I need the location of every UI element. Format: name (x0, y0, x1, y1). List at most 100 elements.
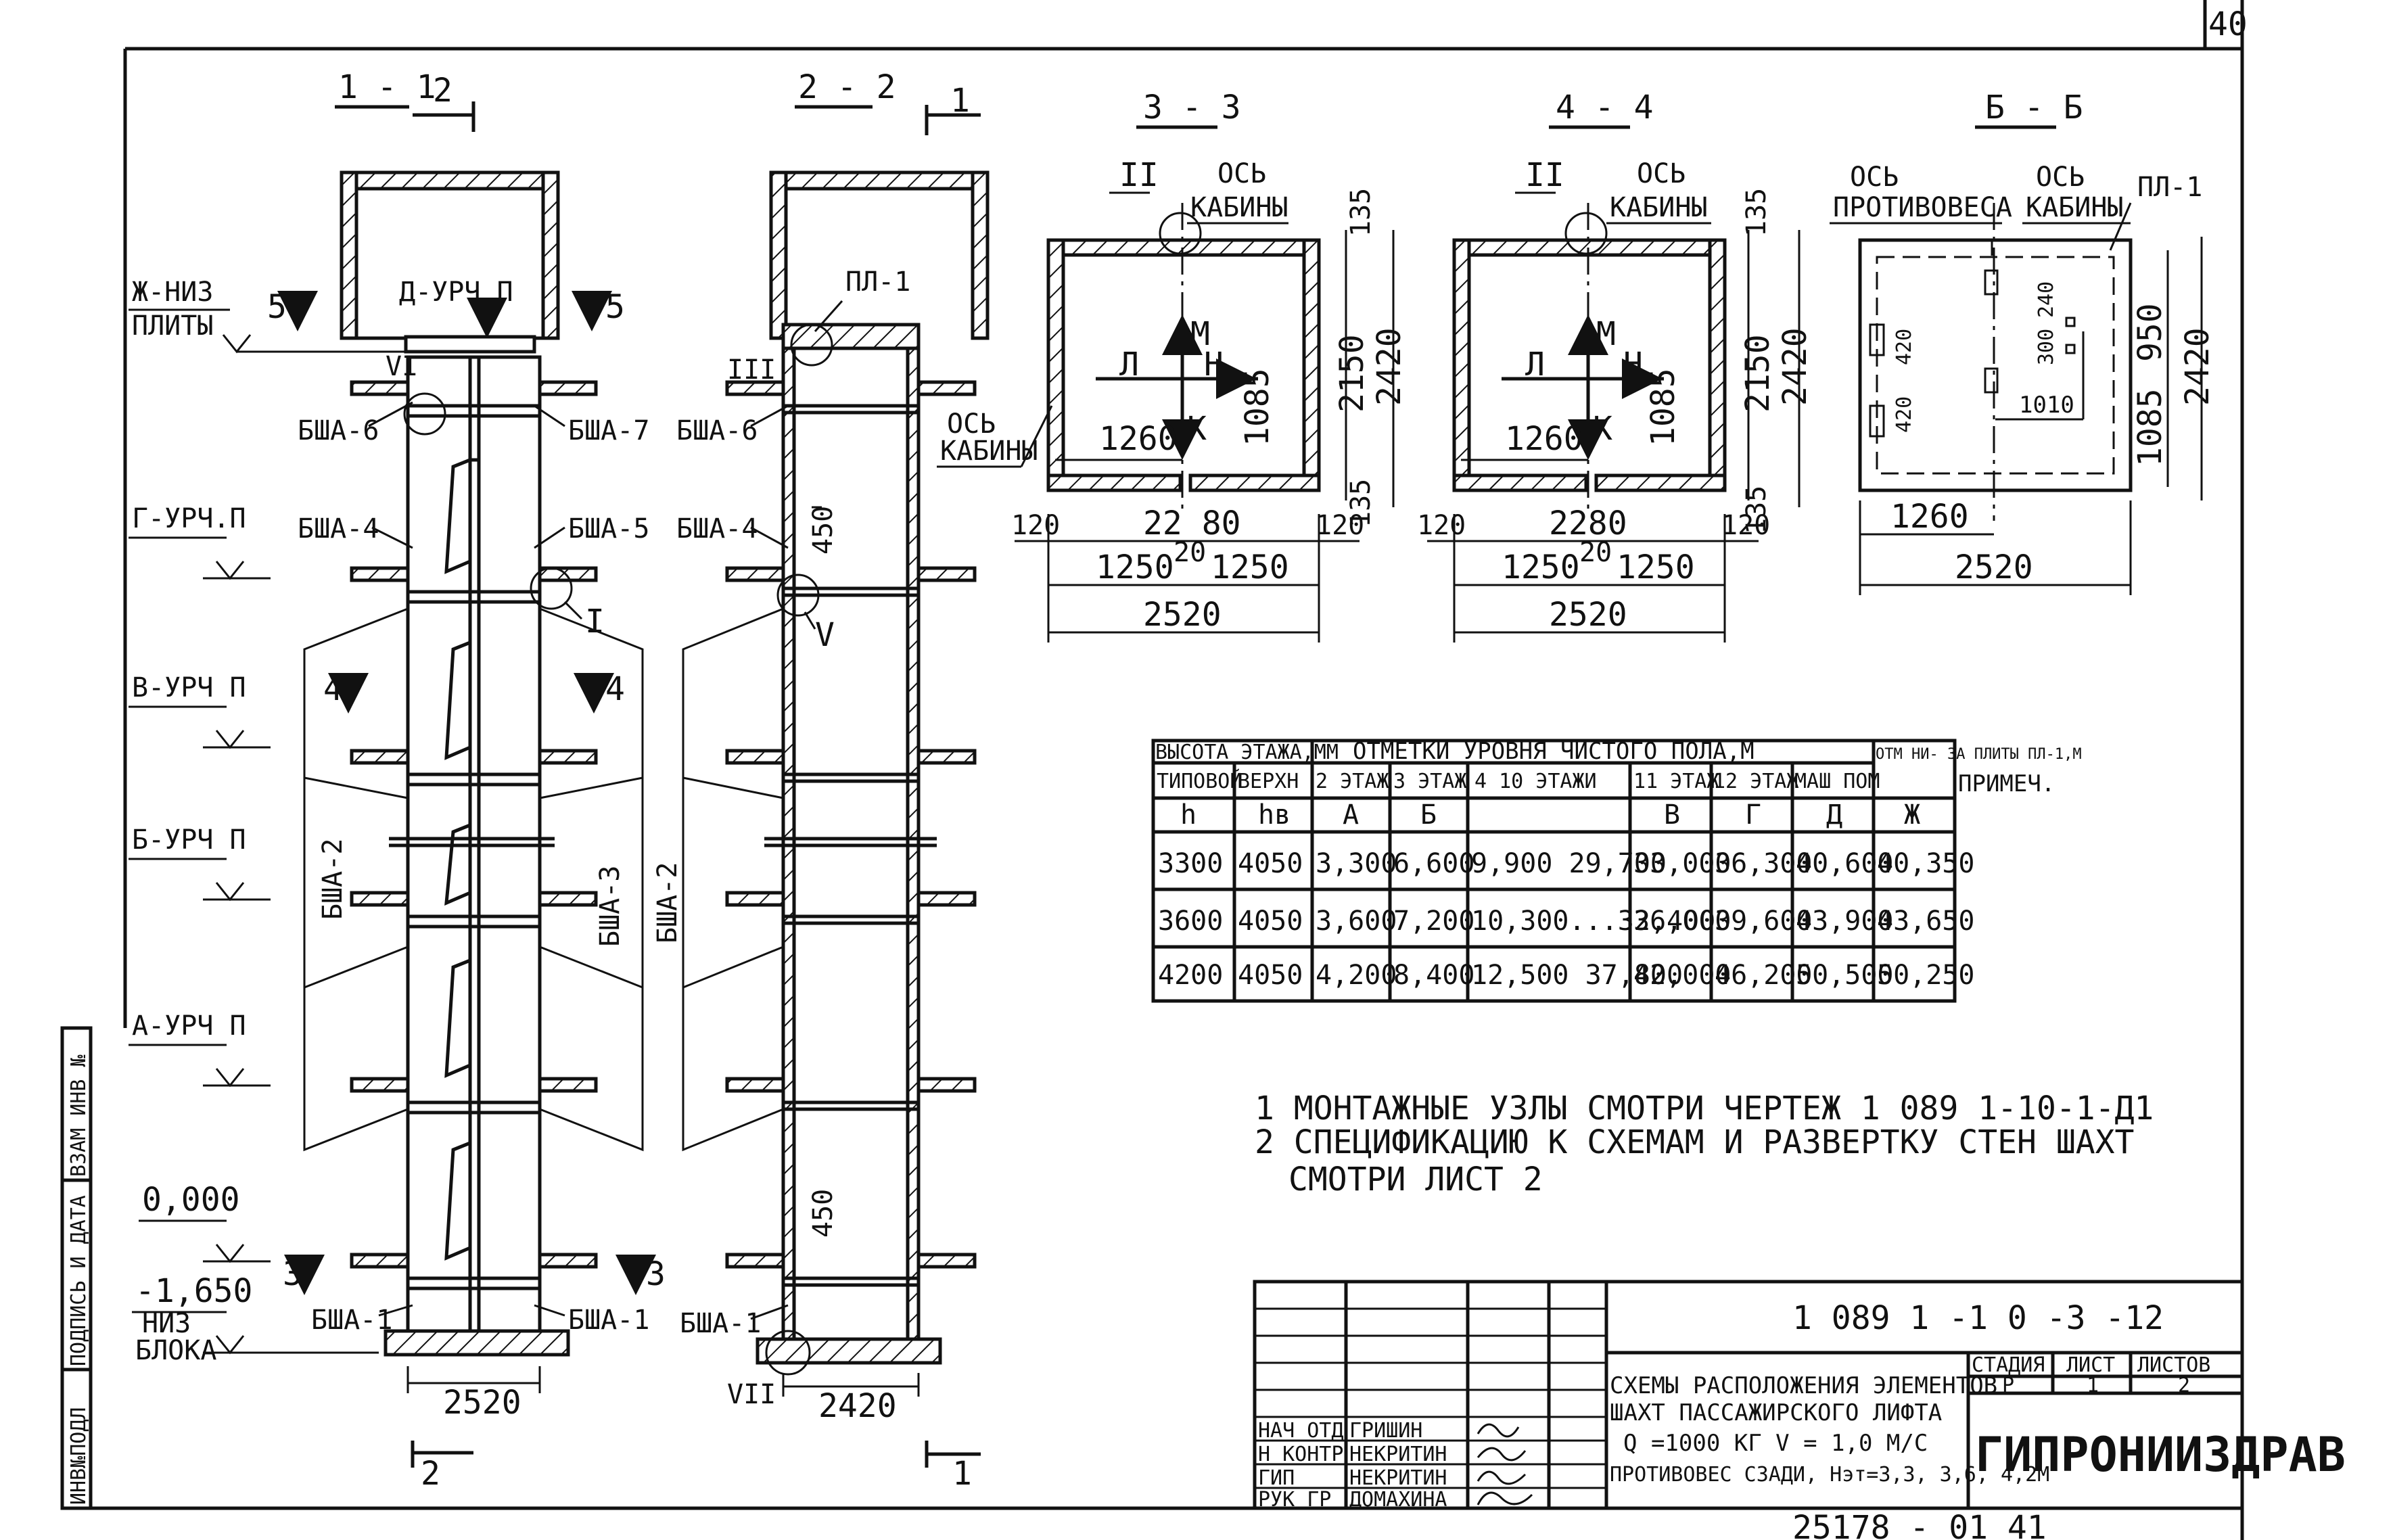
level-zh-1: Ж-НИЗ (132, 277, 213, 308)
s55-d2420: 2420 (2179, 327, 2216, 406)
table-h3-g: Г (1745, 799, 1761, 831)
label-bsh7: БША-7 (568, 415, 649, 446)
s55-plate: ПЛ-1 (2137, 172, 2202, 203)
table-cell: 36,300 (1715, 848, 1813, 879)
title-block: 1 089 1 -1 0 -3 -12 СХЕМЫ РАСПОЛОЖЕНИЯ Э… (1253, 1280, 2346, 1512)
floor-levels-table: ВЫСОТА ЭТАЖА,ММ ОТМЕТКИ УРОВНЯ ЧИСТОГО П… (1151, 738, 2082, 1003)
level-marks: Ж-НИЗ ПЛИТЫ Г-УРЧ.П В-УРЧ П Б-УРЧ П А-УР… (129, 277, 406, 1366)
table-cell: 3600 (1158, 906, 1223, 937)
table-row-2: 3600 4050 3,600 7,200 10,300...32,400 36… (1158, 906, 1975, 937)
cut-4-right: 4 (605, 670, 625, 708)
s44-d2150: 2150 (1739, 334, 1777, 413)
section-4-4-axis1: ОСЬ (1637, 158, 1686, 189)
side-stamp-inv: ИНВ№ПОДЛ (67, 1407, 91, 1506)
stamp-role-1: НАЧ ОТД (1258, 1419, 1343, 1443)
table-h-group: ОТМЕТКИ УРОВНЯ ЧИСТОГО ПОЛА,М (1353, 738, 1755, 765)
stamp-name-3: НЕКРИТИН (1349, 1466, 1447, 1490)
stamp-title-4: ПРОТИВОВЕС СЗАДИ, Нэт=3,3, 3,6, 4,2М (1610, 1463, 2049, 1487)
s55-d1085: 1085 (2131, 388, 2169, 467)
notes: 1 МОНТАЖНЫЕ УЗЛЫ СМОТРИ ЧЕРТЕЖ 1 089 1-1… (1255, 1090, 2154, 1198)
label-bsh1-left: БША-1 (311, 1305, 392, 1336)
side-stamp-sign: ПОДПИСЬ И ДАТА (67, 1195, 91, 1366)
level-g: Г-УРЧ.П (132, 503, 246, 534)
label-node5: V (815, 616, 835, 654)
stamp-sheets-hdr: ЛИСТОВ (2137, 1353, 2210, 1377)
s44-d20: 20 (1579, 537, 1612, 568)
section-4-4-node: II (1525, 156, 1564, 194)
table-h3-zh: Ж (1904, 799, 1920, 831)
s44-arrow-k: К (1593, 410, 1612, 448)
s33-d1260: 1260 (1099, 420, 1178, 458)
section-4-4-title: 4 - 4 (1556, 89, 1654, 126)
table-cell: 43,900 (1796, 906, 1894, 937)
s55-axis-cab2: КАБИНЫ (2026, 192, 2124, 223)
s33-d2520: 2520 (1143, 596, 1222, 634)
s44-d1250a: 1250 (1502, 549, 1580, 586)
table-cell: 4200 (1158, 960, 1223, 991)
table-cell: 40,350 (1877, 848, 1975, 879)
table-h2-f11: 11 ЭТАЖ (1633, 770, 1719, 793)
s33-axis-left1: ОСЬ (947, 409, 996, 440)
s33-arrow-l: Л (1119, 346, 1139, 383)
table-cell: 3300 (1158, 848, 1223, 879)
label-node1: I (585, 603, 605, 640)
table-cell: 40,600 (1796, 848, 1894, 879)
section-4-4: 4 - 4 II ОСЬ КАБИНЫ М Л Н К 1260 1085 13… (1417, 89, 1814, 643)
section-1-1: 1 - 1 2 Д-УРЧ П (267, 68, 666, 1493)
label-bsh1-right: БША-1 (568, 1305, 649, 1336)
s44-d135a: 135 (1741, 188, 1772, 237)
cut-3-left: 3 (283, 1255, 302, 1293)
label-node3: III (727, 354, 776, 386)
s55-axis-cw1: ОСЬ (1850, 162, 1899, 193)
section-3-3-title: 3 - 3 (1143, 89, 1241, 126)
s44-d2520: 2520 (1549, 596, 1627, 634)
note-3: СМОТРИ ЛИСТ 2 (1288, 1161, 1543, 1198)
table-cell: 4,200 (1316, 960, 1397, 991)
stamp-role-2: Н КОНТР (1258, 1443, 1343, 1466)
sheet-number: 40 (2208, 5, 2248, 43)
footer-code: 25178 - 01 41 (1792, 1509, 2047, 1540)
s33-arrow-k: К (1187, 410, 1207, 448)
stamp-stage-hdr: СТАДИЯ (1972, 1353, 2045, 1377)
table-h3-b: Б (1420, 799, 1437, 831)
stamp-name-1: ГРИШИН (1349, 1419, 1422, 1443)
table-cell: 36,000 (1633, 906, 1732, 937)
cut-5-left: 5 (267, 288, 287, 326)
s33-d1250b: 1250 (1211, 549, 1289, 586)
table-h-note: ПРИМЕЧ. (1958, 770, 2055, 797)
label-bsh6-22: БША-6 (676, 415, 758, 446)
stamp-title-1: СХЕМЫ РАСПОЛОЖЕНИЯ ЭЛЕМЕНТОВ (1610, 1372, 1997, 1399)
table-h2-f4: 4 10 ЭТАЖИ (1474, 770, 1597, 793)
table-h3-v: В (1664, 799, 1680, 831)
label-bsh5: БША-5 (568, 513, 649, 544)
table-cell: 39,600 (1715, 906, 1813, 937)
s55-axis-cab1: ОСЬ (2036, 162, 2085, 193)
section-3-3-axis1: ОСЬ (1217, 158, 1266, 189)
s33-d20: 20 (1174, 537, 1206, 568)
stamp-stage-val: Р (2002, 1374, 2014, 1397)
stamp-organization: ГИПРОНИИЗДРАВ (1975, 1427, 2346, 1483)
section-2-2: 2 - 2 1 (652, 68, 990, 1493)
label-bsh6: БША-6 (298, 415, 379, 446)
table-cell: 8,400 (1393, 960, 1474, 991)
s44-d120a: 120 (1417, 510, 1466, 541)
s55-d420a: 420 (1892, 329, 1916, 365)
section-b-b-title: Б - Б (1985, 89, 2083, 126)
cut-5-right: 5 (605, 288, 625, 326)
section-1-1-width: 2520 (443, 1384, 521, 1422)
note-1: 1 МОНТАЖНЫЕ УЗЛЫ СМОТРИ ЧЕРТЕЖ 1 089 1-1… (1255, 1090, 2154, 1127)
s55-d240: 240 (2035, 281, 2058, 318)
s33-d1250a: 1250 (1096, 549, 1174, 586)
cut-3-right: 3 (646, 1255, 666, 1293)
label-pl1-22: ПЛ-1 (845, 266, 910, 298)
s33-d1085: 1085 (1238, 368, 1276, 446)
s44-d1085: 1085 (1644, 368, 1682, 446)
label-bsh2-22: БША-2 (652, 862, 683, 943)
note-2: 2 СПЕЦИФИКАЦИЮ К СХЕМАМ И РАЗВЕРТКУ СТЕН… (1255, 1123, 2134, 1161)
level-zh-2: ПЛИТЫ (132, 310, 213, 342)
s33-d2280: 22 80 (1143, 505, 1241, 542)
dim-450-bottom: 450 (808, 1189, 839, 1238)
signatures (1477, 1423, 1533, 1506)
s33-axis-left2: КАБИНЫ (940, 436, 1038, 467)
